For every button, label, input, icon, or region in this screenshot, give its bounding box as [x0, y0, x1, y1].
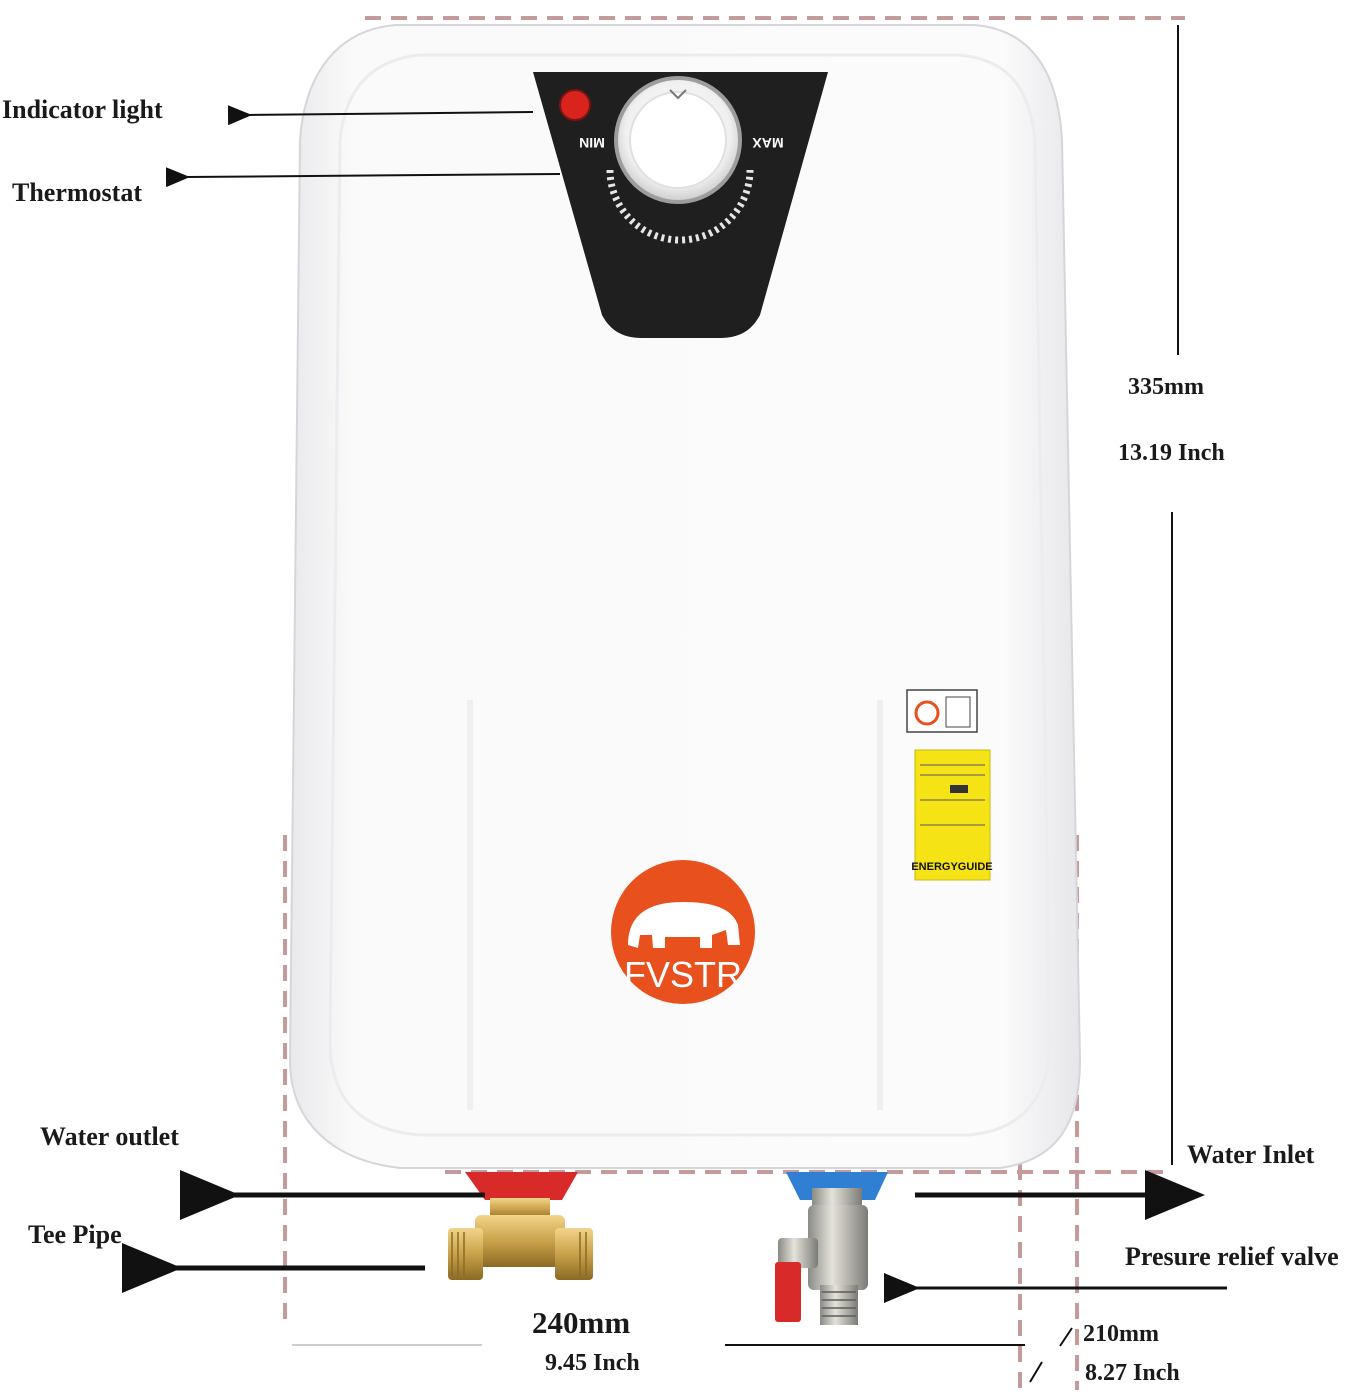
min-label: MIN [579, 135, 605, 151]
water-outlet-fitting [448, 1172, 593, 1280]
water-inlet-fitting [775, 1172, 888, 1325]
water-heater-body [288, 24, 1082, 1169]
width-inch-label: 9.45 Inch [545, 1350, 640, 1376]
height-mm-label: 335mm [1128, 374, 1204, 400]
tee-pipe-label: Tee Pipe [28, 1220, 122, 1249]
water-outlet-label: Water outlet [40, 1122, 179, 1151]
pressure-relief-valve-label: Presure relief valve [1125, 1242, 1339, 1271]
rhino-icon [628, 902, 740, 948]
control-panel: MIN MAX [533, 72, 828, 338]
relief-valve-lever [775, 1262, 801, 1322]
indicator-light [559, 89, 591, 121]
water-inlet-label: Water Inlet [1187, 1140, 1315, 1169]
energy-guide-label: ENERGYGUIDE [911, 749, 993, 881]
max-label: MAX [752, 135, 784, 151]
thermostat-label: Thermostat [12, 178, 142, 207]
certification-sticker [906, 689, 978, 733]
energy-guide-text: ENERGYGUIDE [911, 861, 992, 873]
depth-mm-label: 210mm [1083, 1321, 1159, 1347]
annotation-arrows [122, 25, 1227, 1383]
brand-name: FVSTR [624, 954, 742, 995]
width-mm-label: 240mm [532, 1305, 631, 1340]
depth-inch-label: 8.27 Inch [1085, 1360, 1180, 1386]
height-inch-label: 13.19 Inch [1118, 440, 1225, 466]
indicator-light-label: Indicator light [2, 95, 163, 124]
brand-logo: FVSTR [611, 860, 755, 1004]
